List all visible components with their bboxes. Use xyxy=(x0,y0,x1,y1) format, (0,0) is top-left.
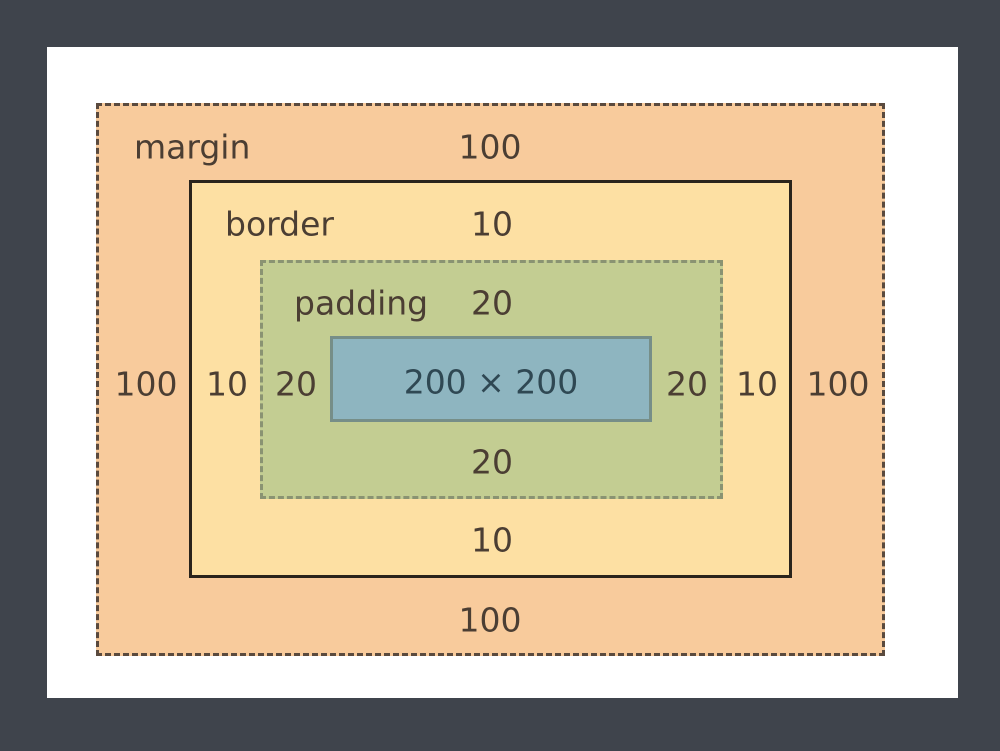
margin-top-value: 100 xyxy=(458,127,522,167)
margin-label: margin xyxy=(134,127,251,167)
border-right-value: 10 xyxy=(736,364,778,404)
border-top-value: 10 xyxy=(471,204,513,244)
padding-left-value: 20 xyxy=(275,364,317,404)
padding-top-value: 20 xyxy=(471,283,513,323)
padding-bottom-value: 20 xyxy=(471,442,513,482)
margin-right-value: 100 xyxy=(806,364,870,404)
margin-bottom-value: 100 xyxy=(458,600,522,640)
border-bottom-value: 10 xyxy=(471,520,513,560)
border-label: border xyxy=(225,204,334,244)
content-box xyxy=(330,336,652,422)
padding-right-value: 20 xyxy=(666,364,708,404)
padding-label: padding xyxy=(294,283,429,323)
content-size-label: 200 × 200 xyxy=(403,362,579,402)
margin-left-value: 100 xyxy=(114,364,178,404)
border-left-value: 10 xyxy=(206,364,248,404)
